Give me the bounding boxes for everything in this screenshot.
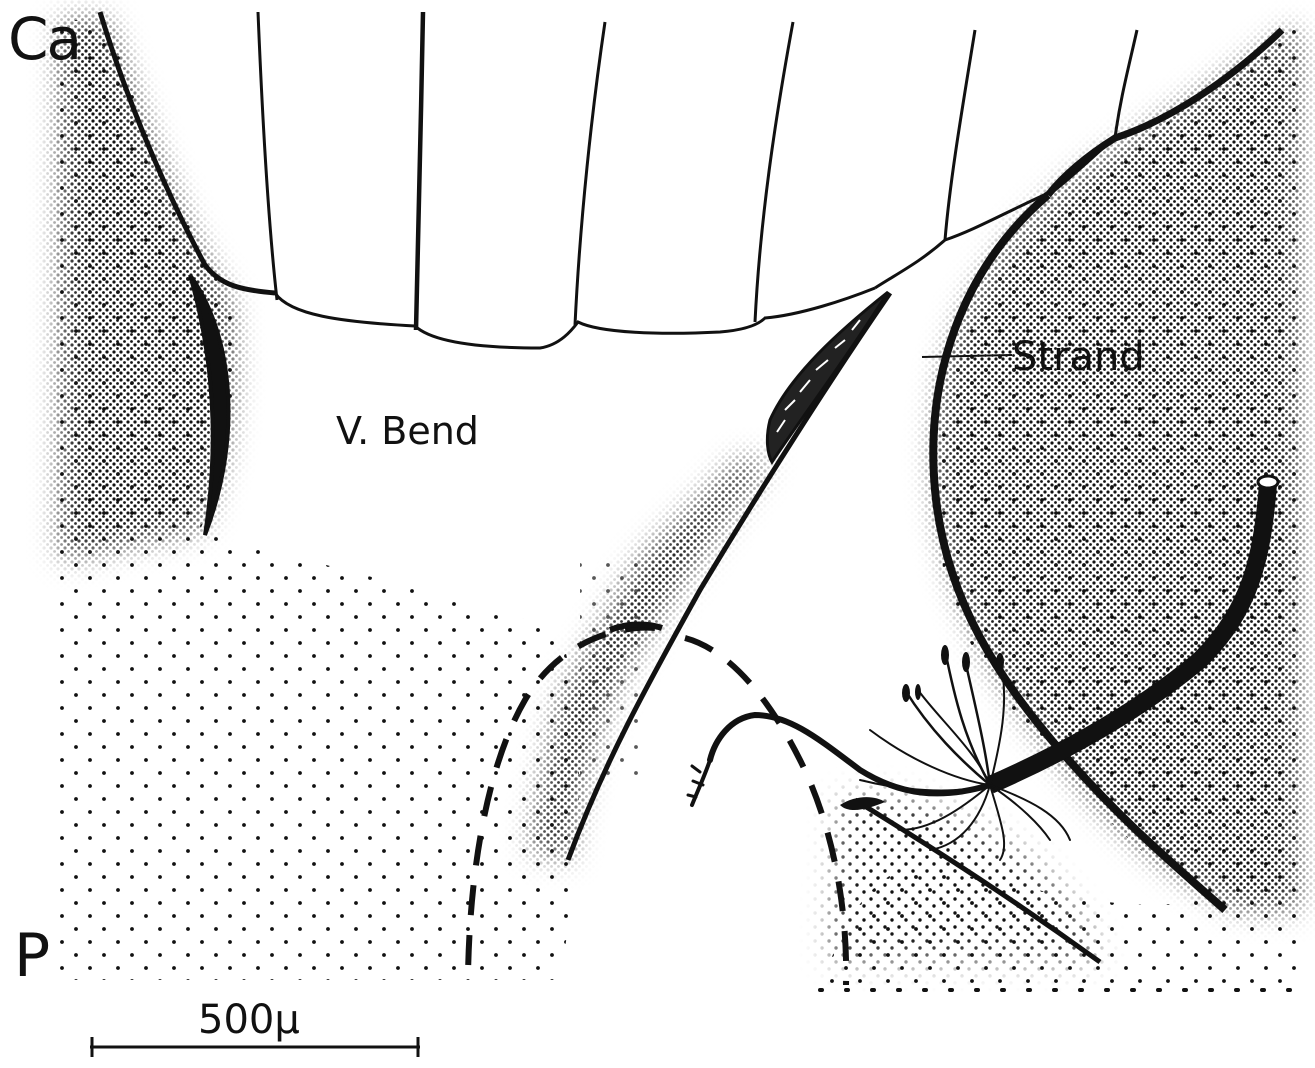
- label-v-bend: V. Bend: [336, 412, 479, 450]
- scale-bar-label: 500µ: [198, 1000, 300, 1040]
- label-strand: Strand: [1012, 337, 1145, 377]
- label-ca: Ca: [8, 10, 80, 68]
- label-p: P: [14, 926, 50, 986]
- nerve-tube-end: [1258, 476, 1278, 488]
